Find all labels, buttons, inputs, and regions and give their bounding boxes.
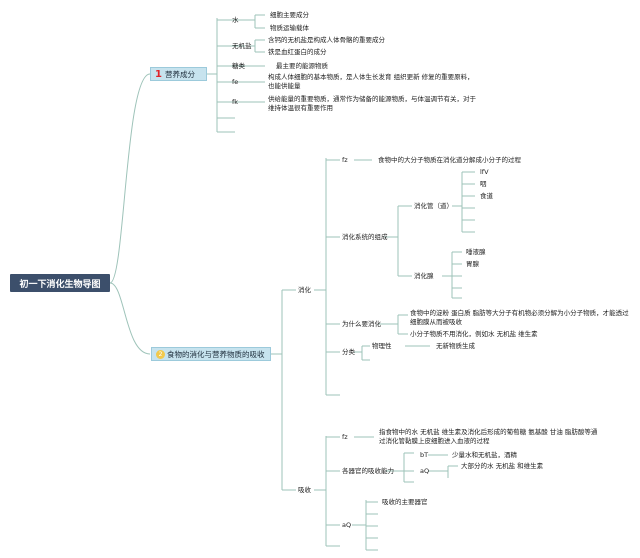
node-protein-detail[interactable]: 构成人体细胞的基本物质，是人体生长发育 组织更新 修复的重要原料，也能供能量 (268, 73, 474, 90)
node-physical[interactable]: 物理性 (372, 342, 392, 350)
node-protein[interactable]: fe (232, 78, 239, 86)
node-why-digest-detail-2[interactable]: 小分子物质不用消化，例如水 无机盐 维生素 (410, 330, 538, 338)
node-organ-absorption[interactable]: 各器官的吸收能力 (342, 467, 394, 475)
node-sugar[interactable]: 糖类 (232, 62, 245, 70)
node-absorption-definition[interactable]: fz (342, 433, 348, 441)
node-inorganic-salt[interactable]: 无机盐 (232, 42, 252, 50)
section-nutrients-node[interactable]: 1 营养成分 (150, 67, 207, 81)
section-title: 营养成分 (164, 69, 195, 79)
node-digestive-system[interactable]: 消化系统的组成 (342, 233, 388, 241)
node-classify[interactable]: 分类 (342, 348, 355, 356)
node-organ-2-detail[interactable]: 大部分的水 无机盐 和维生素 (461, 462, 544, 470)
node-organ-1[interactable]: bT (420, 451, 429, 459)
node-gland-salivary[interactable]: 唾液腺 (466, 248, 486, 256)
node-water[interactable]: 水 (232, 16, 239, 24)
section-title: 食物的消化与营养物质的吸收 (167, 349, 265, 359)
node-absorption-definition-text[interactable]: 指食物中的水 无机盐 维生素及消化后形成的葡萄糖 氨基酸 甘油 脂肪酸等通过消化… (379, 428, 598, 445)
node-water-detail-2[interactable]: 物质运输载体 (270, 24, 309, 32)
node-sugar-detail[interactable]: 最主要的能源物质 (276, 62, 328, 70)
node-organ-1-detail[interactable]: 少量水和无机盐，酒精 (452, 451, 517, 459)
node-tract-esophagus[interactable]: 食道 (480, 192, 493, 200)
node-digestion-definition[interactable]: fz (342, 156, 348, 164)
root-title: 初一下消化生物导图 (19, 279, 101, 290)
node-digestion-definition-text[interactable]: 食物中的大分子物质在消化道分解成小分子的过程 (378, 156, 521, 164)
section-number-badge: 2 (156, 349, 165, 359)
root-node[interactable]: 初一下消化生物导图 (10, 274, 110, 292)
node-gland-gastric[interactable]: 胃腺 (466, 260, 479, 268)
node-fat-detail[interactable]: 供给能量的重要物质，通常作为储备的能源物质，与体温调节有关，对于维持体温很有重要… (268, 95, 476, 112)
node-main-absorption-organ-detail[interactable]: 吸收的主要器官 (382, 498, 428, 506)
node-why-digest-detail-1[interactable]: 食物中的淀粉 蛋白质 脂肪等大分子有机物必须分解为小分子物质，才能透过细胞膜从而… (410, 309, 629, 326)
node-tract-mouth[interactable]: lfV (480, 168, 489, 176)
node-physical-detail[interactable]: 无新物质生成 (436, 342, 475, 350)
node-main-absorption-organ[interactable]: aQ (342, 521, 352, 529)
node-tract-pharynx[interactable]: 咽 (480, 180, 487, 188)
node-digestive-tract[interactable]: 消化管（道） (414, 202, 453, 210)
node-digestion[interactable]: 消化 (298, 286, 311, 294)
node-inorganic-detail-1[interactable]: 含钙的无机盐是构成人体骨骼的重要成分 (268, 36, 385, 44)
node-water-detail-1[interactable]: 细胞主要成分 (270, 11, 309, 19)
node-digestive-gland[interactable]: 消化腺 (414, 272, 434, 280)
section-number-badge: 1 (155, 68, 162, 80)
node-absorption[interactable]: 吸收 (298, 486, 311, 494)
section-digestion-absorption-node[interactable]: 2 食物的消化与营养物质的吸收 (151, 347, 271, 361)
node-inorganic-detail-2[interactable]: 铁是血红蛋白的成分 (268, 48, 327, 56)
node-why-digest[interactable]: 为什么要消化 (342, 320, 381, 328)
node-fat[interactable]: fk (232, 98, 239, 106)
node-organ-2[interactable]: aQ (420, 467, 430, 475)
